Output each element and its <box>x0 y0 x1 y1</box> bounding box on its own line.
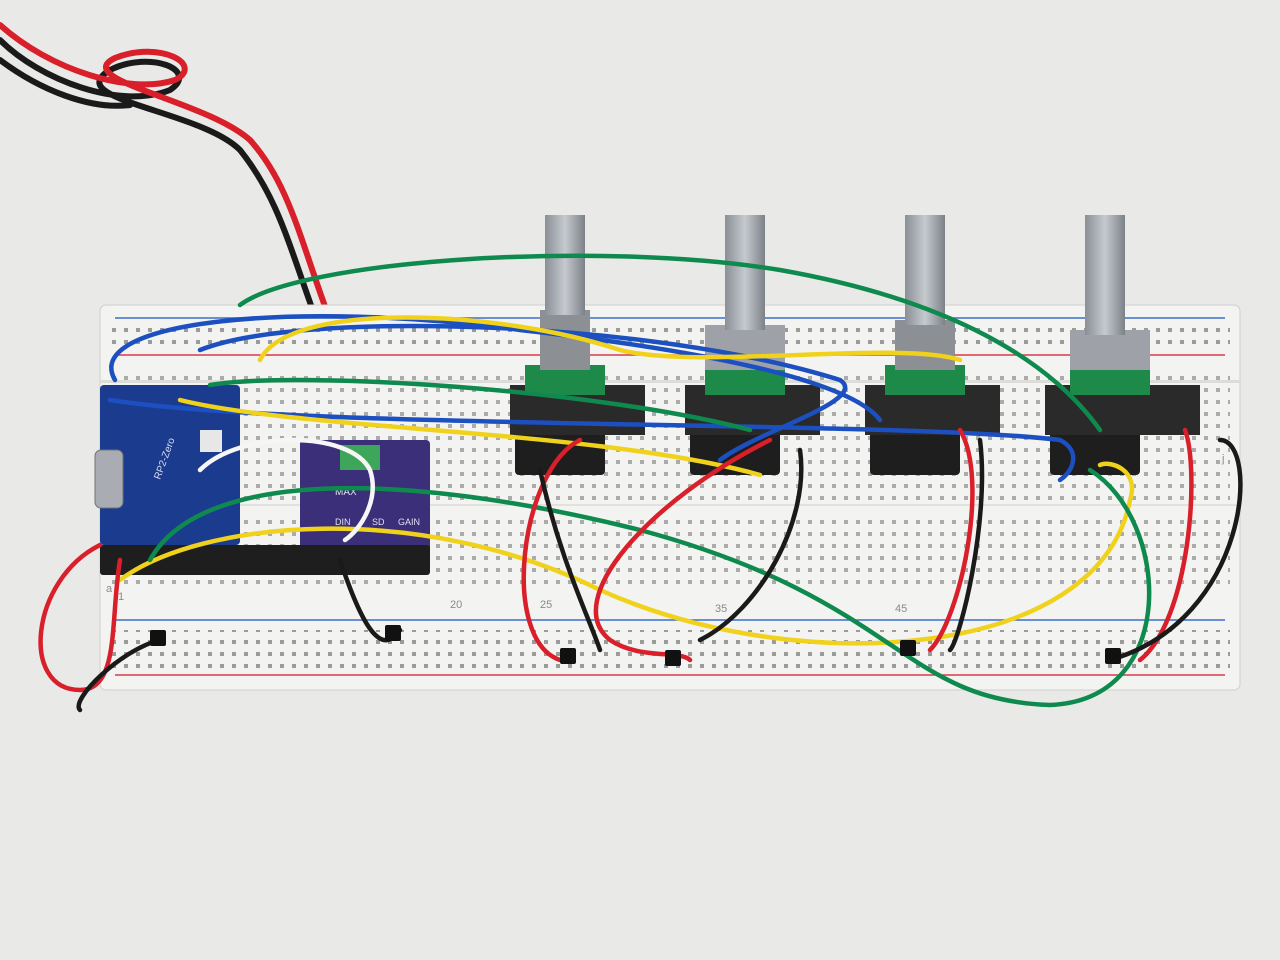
row-number: 20 <box>450 599 462 611</box>
wire-yellow <box>257 315 963 363</box>
row-letter: j <box>1221 453 1224 465</box>
wire-white <box>197 437 375 543</box>
wire-yellow <box>177 397 763 478</box>
row-letter-labels: a j <box>106 453 1224 595</box>
row-number: 45 <box>895 603 907 615</box>
wire-green <box>147 467 1152 708</box>
wire-black <box>697 447 804 643</box>
power-cable <box>0 22 333 333</box>
row-letter: a <box>106 583 113 595</box>
wire-black <box>76 637 163 713</box>
rotary-encoder-1 <box>510 215 645 435</box>
pin-label: GAIN <box>398 517 420 527</box>
wire-red <box>38 542 123 693</box>
module-label: MAX <box>335 487 357 498</box>
pin-label: SD <box>372 517 385 527</box>
audio-amp-module: MAX DIN SD GAIN <box>300 440 430 560</box>
microcontroller-board: RP2-Zero <box>94 385 240 545</box>
wire-red <box>927 427 975 653</box>
wire-green <box>207 377 753 433</box>
wire-green <box>237 253 1103 433</box>
wire-blue <box>197 323 848 463</box>
wire-red <box>521 437 583 663</box>
row-number: 25 <box>540 599 552 611</box>
wire-plugs <box>150 625 1121 666</box>
wire-black <box>947 437 985 653</box>
jumper-wires <box>38 253 1243 713</box>
wire-black <box>537 467 603 653</box>
wire-red <box>593 437 773 663</box>
wire-yellow <box>117 461 1135 646</box>
wire-black <box>1107 437 1243 663</box>
row-number: 1 <box>118 591 124 603</box>
pin-label: DIN <box>335 517 351 527</box>
row-number-labels: 1 20 25 35 45 <box>118 591 907 615</box>
row-number: 35 <box>715 603 727 615</box>
